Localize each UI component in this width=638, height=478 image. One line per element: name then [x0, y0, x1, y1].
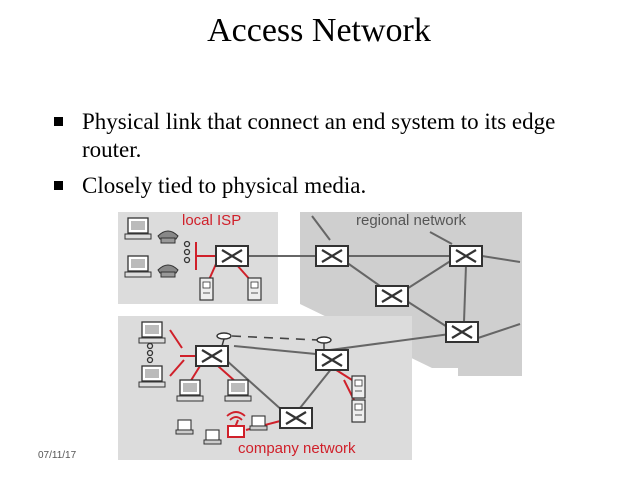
regional-network-label: regional network [356, 212, 467, 229]
server-icon [247, 277, 262, 301]
square-bullet-icon [54, 181, 63, 190]
bullet-item: Physical link that connect an end system… [52, 108, 612, 164]
company-pc-icon [224, 379, 252, 402]
antenna-icon [216, 332, 232, 347]
company-network-label: company network [238, 440, 356, 457]
company-router-icon [314, 348, 350, 372]
company-pc-icon [176, 379, 204, 402]
slide-title: Access Network [207, 12, 431, 49]
home-pc-icon [124, 255, 152, 278]
regional-router-icon [314, 244, 350, 268]
antenna-icon [316, 336, 332, 350]
company-links [225, 345, 333, 413]
ellipsis-dots-icon [183, 240, 191, 264]
bullet-item: Closely tied to physical media. [52, 172, 612, 200]
bullet-text: Physical link that connect an end system… [82, 109, 556, 162]
slide-date: 07/11/17 [38, 450, 77, 461]
laptop-icon [175, 419, 194, 435]
server-icon [351, 375, 366, 399]
bullet-list: Physical link that connect an end system… [52, 108, 612, 208]
bullet-text: Closely tied to physical media. [82, 173, 367, 198]
regional-router-icon [374, 284, 410, 308]
square-bullet-icon [54, 117, 63, 126]
home-pc-icon [124, 217, 152, 240]
company-pc-icon [138, 321, 166, 344]
regional-router-icon [448, 244, 484, 268]
server-icon [351, 399, 366, 423]
company-pc-icon [138, 365, 166, 388]
laptop-icon [203, 429, 222, 445]
laptop-icon [249, 415, 268, 431]
company-router-icon [278, 406, 314, 430]
company-router-icon [194, 344, 230, 368]
isp-router-icon [214, 244, 250, 268]
ellipsis-dots-icon [146, 342, 154, 364]
regional-router-icon [444, 320, 480, 344]
server-icon [199, 277, 214, 301]
local-isp-label: local ISP [182, 212, 241, 229]
wireless-access-point-icon [226, 411, 246, 438]
wireless-link [231, 335, 319, 341]
